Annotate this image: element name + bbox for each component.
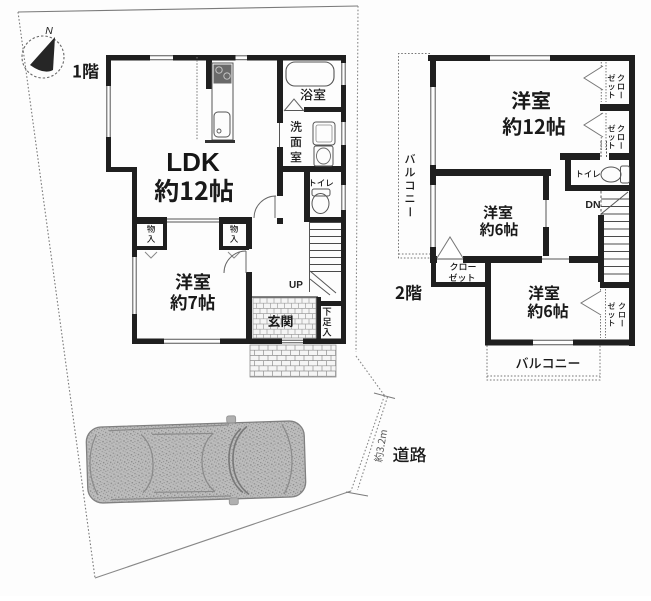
- svg-text:N: N: [45, 25, 53, 37]
- svg-text:LDK: LDK: [166, 147, 220, 177]
- svg-text:UP: UP: [289, 280, 303, 291]
- svg-text:DN: DN: [585, 199, 600, 211]
